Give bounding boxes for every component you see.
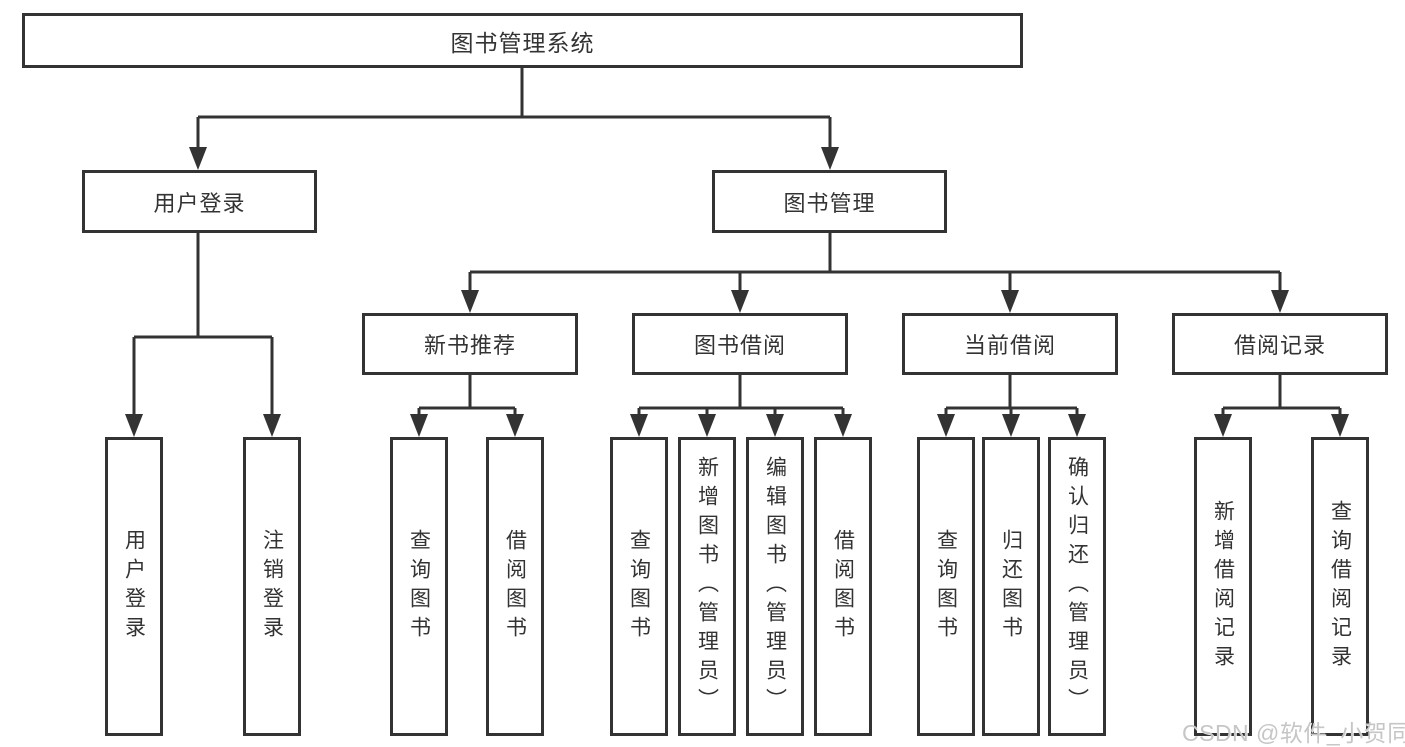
leaf-query-borrow-record-label: 查询借阅记录 xyxy=(1328,499,1352,674)
leaf-query-books-recommend-label: 查询图书 xyxy=(407,528,431,645)
leaf-user-login-label: 用户登录 xyxy=(122,528,146,645)
leaf-borrow-books-borrowing: 借阅图书 xyxy=(814,437,872,736)
leaf-query-books-borrowing: 查询图书 xyxy=(610,437,668,736)
node-borrow-records: 借阅记录 xyxy=(1172,313,1388,375)
leaf-query-books-recommend: 查询图书 xyxy=(390,437,448,736)
leaf-query-books-current-label: 查询图书 xyxy=(934,528,958,645)
leaf-confirm-return-admin-label: 确认归还（管理员） xyxy=(1065,456,1089,717)
node-book-borrowing: 图书借阅 xyxy=(632,313,848,375)
leaf-query-borrow-record: 查询借阅记录 xyxy=(1311,437,1369,736)
leaf-query-books-current: 查询图书 xyxy=(917,437,975,736)
leaf-borrow-books-recommend: 借阅图书 xyxy=(486,437,544,736)
node-root-title: 图书管理系统 xyxy=(22,13,1023,68)
node-new-book-recommend: 新书推荐 xyxy=(362,313,578,375)
leaf-borrow-books-recommend-label: 借阅图书 xyxy=(503,528,527,645)
leaf-confirm-return-admin: 确认归还（管理员） xyxy=(1048,437,1106,736)
leaf-logout-login-label: 注销登录 xyxy=(260,528,284,645)
csdn-watermark: CSDN @软件_小贺同学 xyxy=(1182,720,1405,746)
leaf-add-borrow-record: 新增借阅记录 xyxy=(1194,437,1252,736)
node-user-login: 用户登录 xyxy=(82,170,317,233)
leaf-add-borrow-record-label: 新增借阅记录 xyxy=(1211,499,1235,674)
leaf-user-login: 用户登录 xyxy=(105,437,163,736)
node-current-borrowing: 当前借阅 xyxy=(902,313,1118,375)
leaf-borrow-books-borrowing-label: 借阅图书 xyxy=(831,528,855,645)
leaf-logout-login: 注销登录 xyxy=(243,437,301,736)
node-book-management: 图书管理 xyxy=(712,170,947,233)
leaf-return-books-label: 归还图书 xyxy=(999,528,1023,645)
leaf-edit-books-admin-label: 编辑图书（管理员） xyxy=(763,456,787,717)
leaf-edit-books-admin: 编辑图书（管理员） xyxy=(746,437,804,736)
leaf-add-books-admin: 新增图书（管理员） xyxy=(678,437,736,736)
leaf-query-books-borrowing-label: 查询图书 xyxy=(627,528,651,645)
leaf-add-books-admin-label: 新增图书（管理员） xyxy=(695,456,719,717)
leaf-return-books: 归还图书 xyxy=(982,437,1040,736)
